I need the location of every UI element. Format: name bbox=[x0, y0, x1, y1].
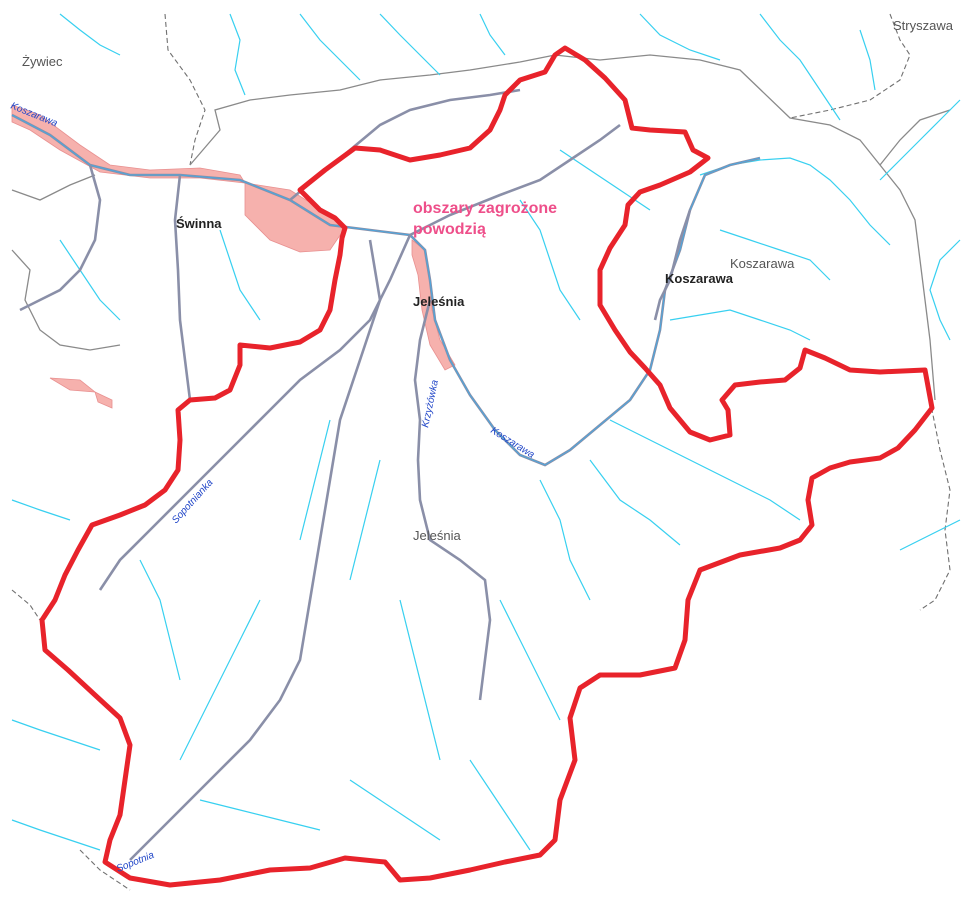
stream-n-2 bbox=[379, 13, 441, 76]
stream-south-4 bbox=[139, 559, 181, 681]
river-koszarawa-upper bbox=[653, 209, 692, 321]
stream-west-1 bbox=[11, 499, 71, 521]
stream-e-2 bbox=[929, 239, 961, 341]
label-flood-line1: obszary zagrożone bbox=[413, 200, 557, 217]
road-east-spur bbox=[879, 109, 951, 166]
admin-boundary-south bbox=[79, 849, 131, 891]
river-sopotnia bbox=[129, 239, 382, 861]
admin-boundaries bbox=[11, 13, 951, 891]
stream-e-3 bbox=[899, 519, 961, 551]
stream-bottom-3 bbox=[469, 759, 531, 851]
admin-boundary-northeast bbox=[789, 13, 911, 119]
label-river-koszarawa-mid: Koszarawa bbox=[488, 425, 536, 461]
stream-south-1 bbox=[499, 599, 561, 721]
stream-nw-1 bbox=[59, 13, 121, 56]
label-koszarawa-area: Koszarawa bbox=[730, 256, 795, 271]
admin-boundary-east bbox=[919, 399, 951, 611]
river-north-trib bbox=[289, 88, 521, 201]
stream-n-3 bbox=[479, 13, 506, 56]
admin-boundary-north bbox=[164, 13, 206, 166]
stream-bottom-2 bbox=[349, 779, 441, 841]
flood-zone-west-strip bbox=[49, 377, 97, 393]
admin-boundary-southwest bbox=[11, 589, 41, 621]
stream-e-1 bbox=[879, 99, 961, 181]
basin-boundary bbox=[39, 45, 935, 888]
label-jelesnia-area: Jeleśnia bbox=[413, 528, 461, 543]
river-sopotnianka bbox=[98, 234, 412, 591]
stream-ne-3 bbox=[859, 29, 876, 91]
label-flood-line2: powodzią bbox=[413, 221, 486, 238]
main-rivers bbox=[11, 88, 761, 861]
label-town-koszarawa: Koszarawa bbox=[665, 271, 734, 286]
river-swinna-trib bbox=[173, 174, 192, 401]
stream-ne-2 bbox=[759, 13, 841, 121]
stream-bottom-1 bbox=[199, 799, 321, 831]
stream-southwest-1 bbox=[11, 719, 101, 751]
flood-zones bbox=[11, 104, 456, 409]
label-river-krzyzowka: Krzyżówka bbox=[420, 379, 441, 429]
flood-zone-swinna bbox=[244, 182, 346, 253]
label-town-jelesnia: Jeleśnia bbox=[413, 294, 465, 309]
stream-south-3 bbox=[179, 599, 261, 761]
flood-zone-west-strip-2 bbox=[94, 391, 113, 409]
river-northeast-trib bbox=[409, 123, 621, 237]
stream-central-1 bbox=[299, 419, 331, 541]
road-west-2 bbox=[11, 249, 121, 351]
road-north bbox=[189, 54, 556, 166]
label-zywiec: Żywiec bbox=[22, 54, 63, 69]
map-labels: Żywiec Stryszawa Koszarawa Jeleśnia Świn… bbox=[9, 18, 954, 875]
river-west-trib bbox=[19, 164, 102, 312]
river-krzyzowka bbox=[413, 299, 492, 701]
stream-koszarawa-upper bbox=[699, 157, 891, 246]
stream-nw-2 bbox=[229, 13, 246, 96]
stream-ne-1 bbox=[639, 13, 721, 61]
stream-west-2 bbox=[59, 239, 121, 321]
streams bbox=[11, 13, 961, 851]
roads bbox=[11, 54, 951, 401]
stream-east-basin-3 bbox=[539, 479, 591, 601]
road-northeast bbox=[554, 54, 936, 401]
stream-jelesnia-n bbox=[519, 199, 581, 321]
stream-swinna bbox=[219, 229, 261, 321]
stream-east-basin-1 bbox=[609, 419, 801, 521]
stream-koszarawa-trib-1 bbox=[669, 309, 811, 341]
label-town-swinna: Świnna bbox=[176, 216, 222, 231]
road-west bbox=[11, 174, 96, 201]
stream-southwest-2 bbox=[11, 819, 101, 851]
stream-n-1 bbox=[299, 13, 361, 81]
label-stryszawa: Stryszawa bbox=[893, 18, 954, 33]
stream-koszarawa-trib-2 bbox=[719, 229, 831, 281]
stream-central-2 bbox=[349, 459, 381, 581]
stream-south-2 bbox=[399, 599, 441, 761]
stream-east-basin-2 bbox=[589, 459, 681, 546]
